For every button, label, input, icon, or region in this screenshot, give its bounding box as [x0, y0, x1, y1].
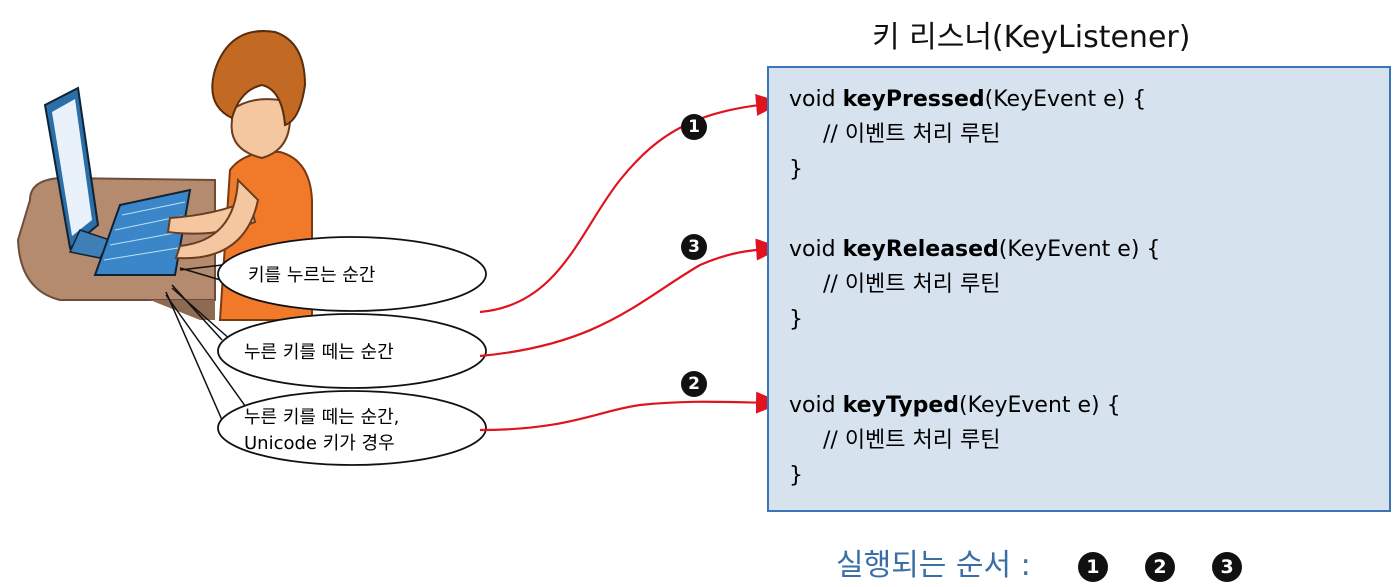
- execution-order: 실행되는 순서 : 1 2 3: [836, 540, 1243, 584]
- method-name: keyTyped: [842, 393, 960, 418]
- arrow-press: [479, 94, 783, 314]
- arrow-release: [479, 238, 783, 358]
- order-step-3: 3: [1212, 551, 1243, 582]
- bubble-typed: [217, 390, 487, 466]
- method-comment: // 이벤트 처리 루틴: [823, 272, 1001, 297]
- keyboard-icon: [93, 188, 192, 276]
- bubble-typed-text-1: 누른 키를 떼는 순간,: [244, 407, 400, 428]
- bubble-press: [217, 236, 487, 312]
- method-comment: // 이벤트 처리 루틴: [823, 122, 1001, 147]
- bubble-release: [217, 313, 487, 389]
- badge-typed: 2: [681, 371, 707, 397]
- method-comment: // 이벤트 처리 루틴: [823, 428, 1001, 453]
- method-name: keyReleased: [842, 237, 999, 262]
- bubble-press-text: 키를 누르는 순간: [248, 265, 376, 286]
- bubble-typed-text-2: Unicode 키가 경우: [244, 433, 395, 454]
- method-key-pressed: void keyPressed(KeyEvent e) { // 이벤트 처리 …: [789, 87, 1147, 182]
- arrow-typed: [479, 391, 783, 432]
- order-step-1: 1: [1077, 551, 1108, 582]
- key-listener-panel: void keyPressed(KeyEvent e) { // 이벤트 처리 …: [767, 66, 1391, 512]
- diagram-title: 키 리스너(KeyListener): [872, 20, 1191, 55]
- method-name: keyPressed: [842, 87, 985, 112]
- badge-press: 1: [681, 114, 707, 140]
- method-key-released: void keyReleased(KeyEvent e) { // 이벤트 처리…: [789, 237, 1161, 332]
- method-key-typed: void keyTyped(KeyEvent e) { // 이벤트 처리 루틴…: [789, 393, 1121, 488]
- bubble-tails: [165, 264, 249, 421]
- badge-release: 3: [681, 234, 707, 260]
- execution-order-label: 실행되는 순서 :: [836, 548, 1031, 583]
- bubble-release-text: 누른 키를 떼는 순간: [244, 342, 394, 363]
- order-step-2: 2: [1144, 551, 1175, 582]
- monitor-icon: [43, 86, 112, 259]
